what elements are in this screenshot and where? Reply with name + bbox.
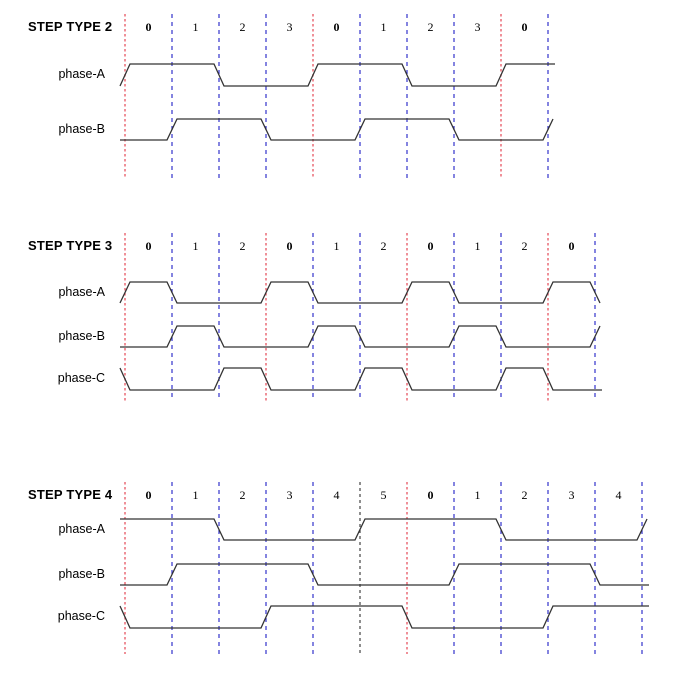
phase-label-phase-B: phase-B <box>58 566 105 581</box>
step-number-label: 3 <box>286 488 293 502</box>
step-number-label: 0 <box>521 20 528 34</box>
waveform-phase-B <box>120 325 601 348</box>
waveform-phase-A <box>119 281 601 304</box>
step-number-label: 4 <box>333 488 340 502</box>
step-number-label: 1 <box>474 239 481 253</box>
step-number-label: 5 <box>380 488 387 502</box>
step-number-label: 1 <box>474 488 481 502</box>
step-number-label: 0 <box>286 239 293 253</box>
step-number-label: 0 <box>568 239 575 253</box>
phase-label-phase-A: phase-A <box>58 67 105 81</box>
step-number-label: 2 <box>427 20 434 34</box>
phase-label-phase-A: phase-A <box>58 521 105 536</box>
step-number-label: 2 <box>239 488 246 502</box>
step-number-label: 2 <box>239 20 246 34</box>
step-number-label: 0 <box>427 488 434 502</box>
phase-label-phase-A: phase-A <box>58 284 105 299</box>
step-number-label: 3 <box>286 20 293 34</box>
phase-label-phase-C: phase-C <box>57 609 105 623</box>
waveform-phase-C <box>119 367 602 391</box>
step-number-label: 1 <box>192 488 199 502</box>
step-number-label: 2 <box>521 488 528 502</box>
step-number-label: 0 <box>145 488 152 502</box>
waveform-phase-A <box>119 63 555 87</box>
step-number-label: 1 <box>333 239 340 253</box>
step-number-label: 1 <box>380 20 387 34</box>
chart-title-1: STEP TYPE 2 <box>28 19 113 34</box>
phase-label-phase-B: phase-B <box>58 328 105 343</box>
step-number-label: 0 <box>427 239 434 253</box>
step-number-label: 2 <box>521 239 528 253</box>
phase-label-phase-B: phase-B <box>58 121 105 136</box>
waveform-phase-C <box>119 605 649 629</box>
waveform-phase-B <box>120 563 649 586</box>
chart-title-3: STEP TYPE 4 <box>28 487 113 502</box>
step-number-label: 0 <box>145 239 152 253</box>
waveform-phase-A <box>120 518 648 541</box>
step-number-label: 3 <box>474 20 481 34</box>
step-number-label: 2 <box>239 239 246 253</box>
step-number-label: 1 <box>192 239 199 253</box>
waveform-phase-B <box>120 118 554 141</box>
chart-title-2: STEP TYPE 3 <box>28 238 113 253</box>
phase-label-phase-C: phase-C <box>57 371 105 385</box>
step-number-label: 0 <box>145 20 152 34</box>
step-number-label: 4 <box>615 488 622 502</box>
step-number-label: 2 <box>380 239 387 253</box>
step-number-label: 0 <box>333 20 340 34</box>
step-number-label: 1 <box>192 20 199 34</box>
step-number-label: 3 <box>568 488 575 502</box>
